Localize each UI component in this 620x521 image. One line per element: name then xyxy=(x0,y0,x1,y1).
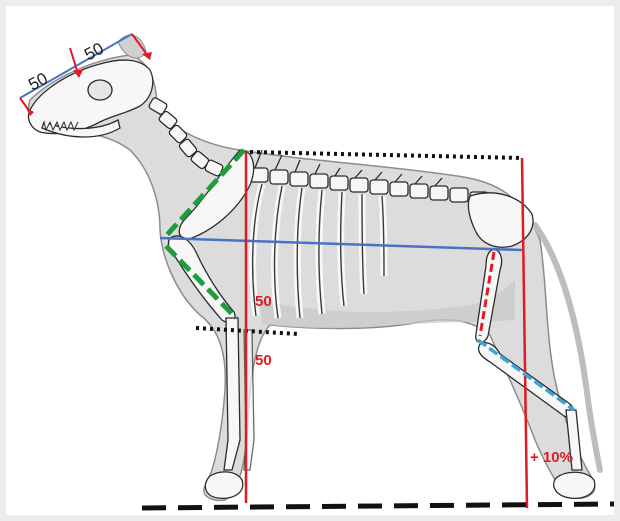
forepaw-bones xyxy=(205,472,242,498)
ground-line-dashed xyxy=(142,504,614,508)
rear-height-label: + 10% xyxy=(530,449,573,466)
leg-length-label: 50 xyxy=(255,352,272,369)
chest-depth-label: 50 xyxy=(255,293,272,310)
dog-proportion-diagram: 50 50 50 50 + 10% xyxy=(6,6,614,515)
diagram-canvas: 50 50 50 50 + 10% xyxy=(6,6,614,515)
hindpaw-bones xyxy=(554,472,595,498)
eye-socket xyxy=(88,80,112,100)
